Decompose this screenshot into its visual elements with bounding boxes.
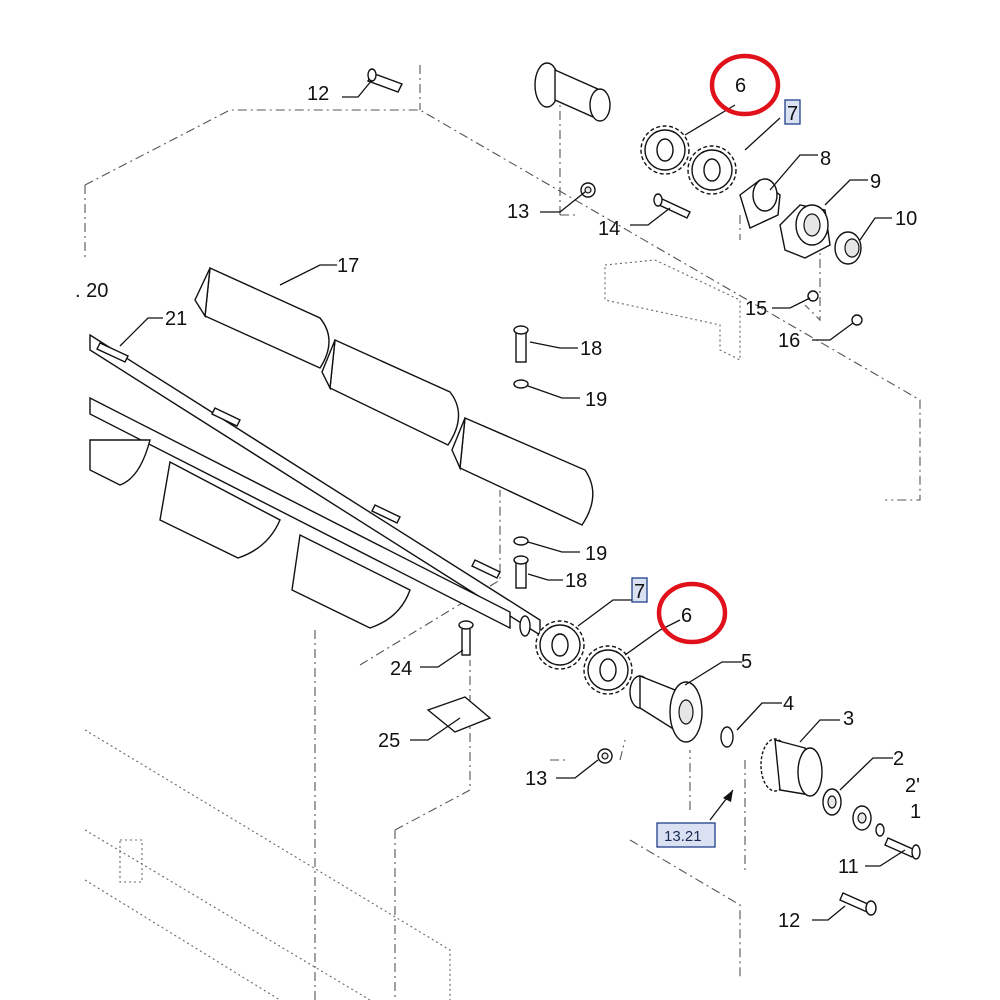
part-17-paddle-3 (451, 416, 594, 526)
callout-7-bot: 7 (634, 581, 645, 603)
callout-12-top: 12 (307, 83, 329, 105)
callout-24: 24 (390, 658, 412, 680)
paddle-lower-2 (159, 460, 281, 559)
part-19-washer-top (513, 379, 529, 389)
part-13-nut-bot (597, 748, 613, 764)
pin-lower (471, 559, 501, 579)
callout-4: 4 (783, 693, 794, 715)
part-16-nut (851, 314, 863, 326)
callout-18-top: 18 (580, 338, 602, 360)
callout-1: 1 (910, 801, 921, 823)
callout-6-top: 6 (735, 75, 746, 97)
pin-right (371, 504, 401, 524)
callout-19-bot: 19 (585, 543, 607, 565)
part-12-bolt-top (367, 68, 403, 93)
highlight-circle-bottom (656, 581, 728, 645)
reference-link[interactable]: 13.21 (656, 822, 716, 848)
part-11-bolt (884, 837, 921, 860)
pin-mid (211, 407, 241, 427)
callout-2b: 2' (905, 775, 920, 797)
part-2-bearing (822, 788, 842, 816)
part-17-paddle-1 (194, 266, 330, 369)
part-21-pin (96, 342, 129, 363)
part-25-plate (426, 696, 492, 733)
callout-2: 2 (893, 748, 904, 770)
callout-labels: 12 13 14 6 7 8 9 10 15 16 17 . 20 21 18 … (75, 75, 921, 932)
leader-lines (119, 79, 906, 921)
part-3-bearing-housing (760, 738, 823, 797)
part-15-washer (807, 290, 819, 302)
callout-10: 10 (895, 208, 917, 230)
callout-7-top-box (784, 99, 801, 125)
part-17-paddle-2 (321, 338, 460, 446)
part-6-sprocket-bot (583, 645, 633, 695)
part-7-sprocket-bot (535, 620, 585, 670)
callout-7-bot-box (631, 577, 648, 603)
callout-7-top: 7 (787, 103, 798, 125)
callout-6-bot: 6 (681, 605, 692, 627)
flange-hub-top (534, 62, 611, 122)
part-24-bolt (458, 620, 474, 656)
callout-14: 14 (598, 218, 620, 240)
callout-18-bot: 18 (565, 570, 587, 592)
callout-19-top: 19 (585, 389, 607, 411)
mounting-bracket (604, 259, 741, 361)
part-8-bearing (739, 178, 781, 229)
part-10-bushing (834, 231, 862, 265)
callout-5: 5 (741, 651, 752, 673)
part-14-bolt (653, 193, 691, 219)
callout-25: 25 (378, 730, 400, 752)
paddle-lower-1 (89, 439, 151, 486)
part-18-bolt-bot (513, 555, 529, 589)
reference-label: 13.21 (664, 828, 702, 845)
highlight-circle-top (709, 53, 781, 117)
callout-3: 3 (843, 708, 854, 730)
housing-outline (84, 65, 921, 1000)
reference-box[interactable] (656, 822, 716, 848)
callout-15: 15 (745, 298, 767, 320)
part-5-flange-hub (629, 674, 703, 743)
part-7-sprocket-top (687, 145, 737, 195)
callout-16: 16 (778, 330, 800, 352)
part-9-housing (779, 204, 831, 259)
part-2b-washer (852, 805, 872, 831)
part-12-bolt-bot (839, 892, 877, 916)
callout-13-top: 13 (507, 201, 529, 223)
callout-13-bot: 13 (525, 768, 547, 790)
part-19-washer-bot (513, 536, 529, 546)
part-4-snap-ring (720, 726, 734, 748)
callout-20: . 20 (75, 280, 108, 302)
highlight-circles (656, 53, 781, 645)
part-1-ring (875, 823, 885, 837)
part-6-sprocket-top (640, 125, 690, 175)
callout-17: 17 (337, 255, 359, 277)
callout-8: 8 (820, 148, 831, 170)
callout-11: 11 (838, 856, 859, 878)
part-13-nut-top (580, 182, 596, 198)
callout-21: 21 (165, 308, 187, 330)
callout-9: 9 (870, 171, 881, 193)
bottom-panel (84, 729, 451, 1000)
arrowhead-icon (723, 790, 733, 802)
shaft (89, 333, 541, 637)
callout-12-bot: 12 (778, 910, 800, 932)
part-18-bolt-top (513, 325, 529, 363)
paddle-lower-3 (291, 533, 411, 629)
